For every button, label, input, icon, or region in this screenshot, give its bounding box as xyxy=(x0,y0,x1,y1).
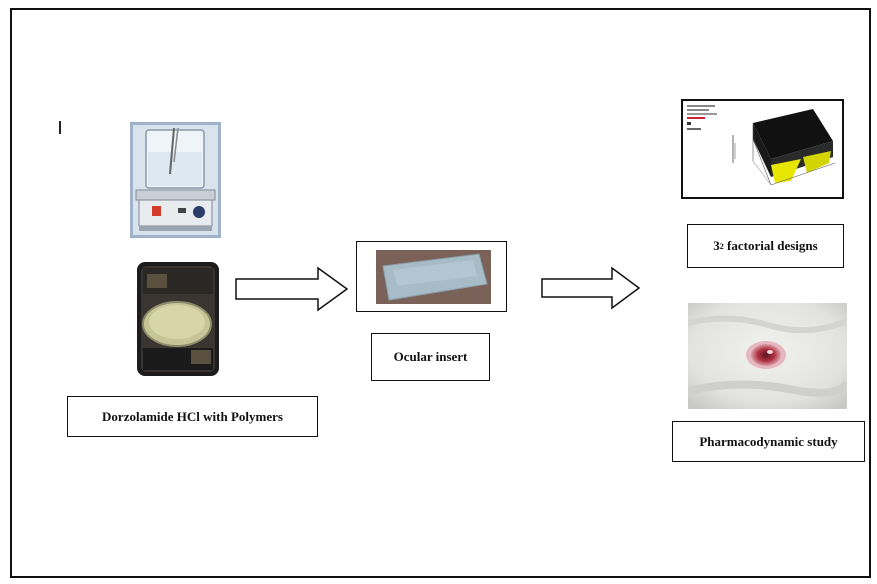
arrow-right-1 xyxy=(235,266,349,312)
factorial-exponent: 2 xyxy=(719,241,724,251)
factorial-text: factorial designs xyxy=(723,238,818,253)
3d-response-surface-plot xyxy=(681,99,844,199)
arrow-right-2 xyxy=(541,266,641,310)
factorial-base: 3 xyxy=(713,238,720,253)
magnetic-stirrer-photo xyxy=(130,122,221,238)
rabbit-eye-photo xyxy=(688,303,847,409)
ocular-insert-frame xyxy=(356,241,507,312)
label-dorzolamide-polymers: Dorzolamide HCl with Polymers xyxy=(67,396,318,437)
petri-dish-photo xyxy=(137,262,219,376)
text-cursor xyxy=(59,121,61,134)
label-pharmacodynamic-study: Pharmacodynamic study xyxy=(672,421,865,462)
label-ocular-insert: Ocular insert xyxy=(371,333,490,381)
